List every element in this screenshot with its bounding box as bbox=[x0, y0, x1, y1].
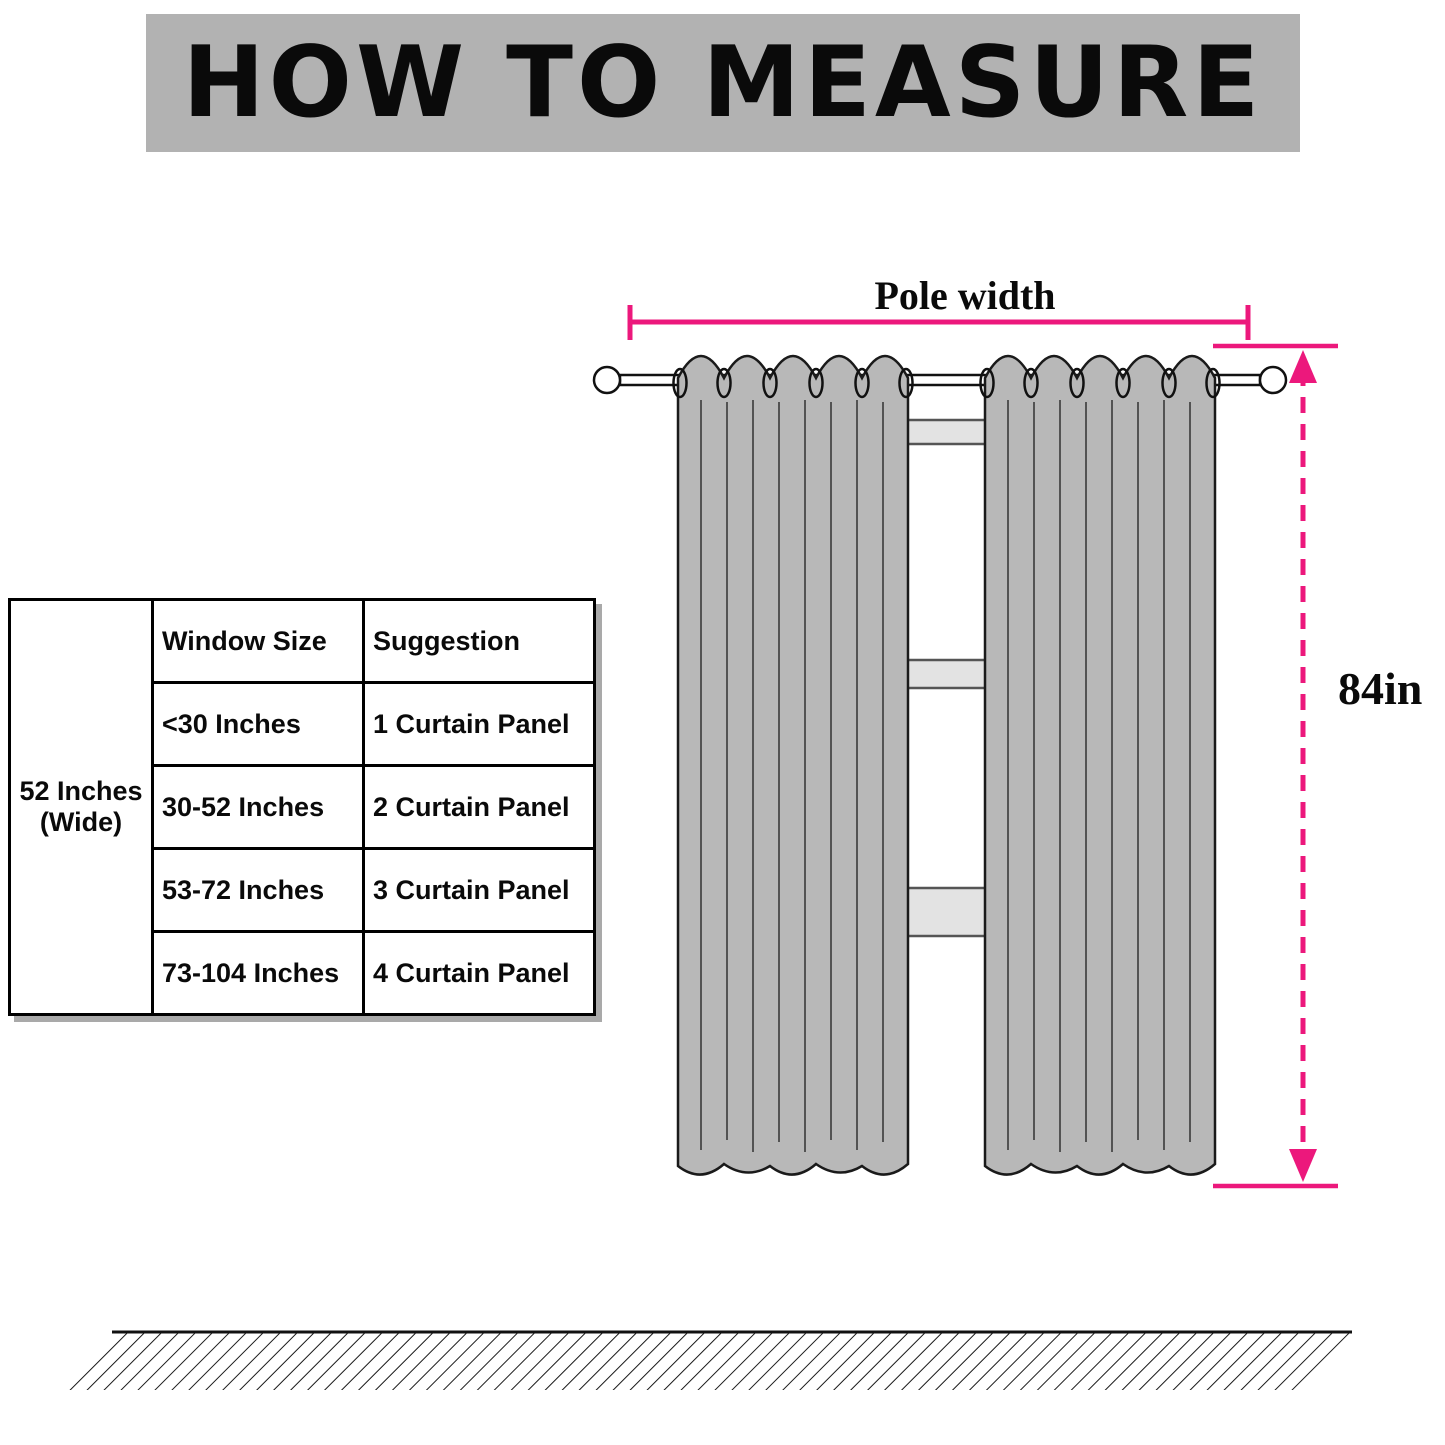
col-header-window-size: Window Size bbox=[151, 598, 365, 684]
arrow-down-icon bbox=[1289, 1149, 1317, 1182]
cell-suggestion: 4 Curtain Panel bbox=[362, 930, 596, 1016]
rod-finial-left bbox=[592, 365, 622, 395]
table-row: 30-52 Inches 2 Curtain Panel bbox=[10, 764, 596, 850]
pole-width-measure bbox=[627, 305, 1251, 340]
cell-suggestion: 2 Curtain Panel bbox=[362, 764, 596, 850]
arrow-up-icon bbox=[1289, 350, 1317, 383]
side-label-cell: 52 Inches (Wide) bbox=[8, 598, 154, 1016]
curtain-folds-left bbox=[700, 400, 884, 1152]
rod-finial-right bbox=[1258, 365, 1288, 395]
table-row: 53-72 Inches 3 Curtain Panel bbox=[10, 847, 596, 933]
table-header-row: 52 Inches (Wide) Window Size Suggestion bbox=[8, 598, 596, 1016]
cell-window-size: 73-104 Inches bbox=[151, 930, 365, 1016]
cell-window-size: 30-52 Inches bbox=[151, 764, 365, 850]
table-row: <30 Inches 1 Curtain Panel bbox=[10, 681, 596, 767]
height-measure bbox=[1213, 343, 1338, 1189]
curtain-folds-right bbox=[1007, 400, 1191, 1152]
col-header-suggestion: Suggestion bbox=[362, 598, 596, 684]
header-banner: HOW TO MEASURE bbox=[146, 14, 1300, 152]
curtain-height-label: 84in bbox=[1338, 663, 1423, 714]
cell-suggestion: 3 Curtain Panel bbox=[362, 847, 596, 933]
curtain-panel-left bbox=[676, 354, 910, 1176]
table-row: 73-104 Inches 4 Curtain Panel bbox=[10, 930, 596, 1016]
cell-window-size: 53-72 Inches bbox=[151, 847, 365, 933]
page-title: HOW TO MEASURE bbox=[182, 26, 1264, 140]
size-table: 52 Inches (Wide) Window Size Suggestion … bbox=[8, 598, 596, 1016]
pole-width-label: Pole width bbox=[874, 273, 1056, 318]
floor-hatch bbox=[55, 1330, 1352, 1390]
cell-window-size: <30 Inches bbox=[151, 681, 365, 767]
cell-suggestion: 1 Curtain Panel bbox=[362, 681, 596, 767]
curtain-rings bbox=[672, 367, 1221, 399]
curtain-panel-right bbox=[983, 354, 1217, 1176]
curtain-rod bbox=[592, 365, 1288, 395]
